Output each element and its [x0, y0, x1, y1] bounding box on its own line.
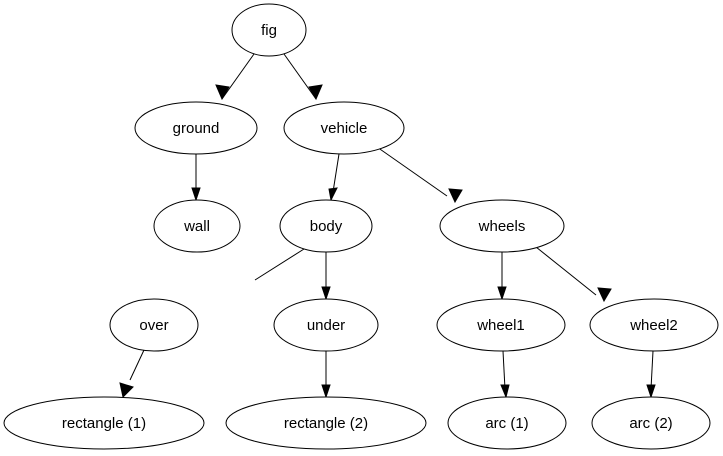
node-ellipse-rectangle1[interactable]	[3, 396, 205, 450]
edge-line	[221, 53, 255, 100]
node-ellipse-over[interactable]	[109, 298, 199, 352]
arrowhead-icon	[500, 384, 510, 399]
graph-node-wheel2[interactable]: wheel2	[589, 298, 719, 352]
edge-line	[502, 350, 506, 390]
edge-under-to-rectangle2	[321, 351, 331, 399]
node-ellipse-vehicle[interactable]	[283, 101, 405, 155]
arrowhead-icon	[321, 286, 331, 301]
edge-vehicle-to-body	[328, 153, 340, 202]
edge-fig-to-ground	[215, 53, 255, 101]
node-ellipse-ground[interactable]	[134, 101, 258, 155]
graph-node-wheels[interactable]: wheels	[439, 199, 565, 253]
edge-wheel1-to-arc1	[500, 350, 510, 399]
graph-node-arc1[interactable]: arc (1)	[447, 396, 567, 450]
node-ellipse-under[interactable]	[273, 298, 379, 352]
arrowhead-icon	[328, 187, 338, 202]
graph-node-under[interactable]: under	[273, 298, 379, 352]
graph-node-wheel1[interactable]: wheel1	[436, 298, 566, 352]
graph-node-ground[interactable]: ground	[134, 101, 258, 155]
graph-node-rectangle2[interactable]: rectangle (2)	[225, 396, 427, 450]
edge-wheels-to-wheel1	[497, 252, 507, 301]
node-ellipse-wheel2[interactable]	[589, 298, 719, 352]
edge-body-to-under	[321, 252, 331, 301]
graph-node-body[interactable]: body	[279, 199, 373, 253]
edge-fig-to-vehicle	[283, 53, 323, 101]
graph-node-arc2[interactable]: arc (2)	[591, 396, 711, 450]
node-ellipse-arc2[interactable]	[591, 396, 711, 450]
node-ellipse-wall[interactable]	[153, 199, 241, 253]
edge-ground-to-wall	[191, 154, 201, 202]
arrowhead-icon	[321, 384, 331, 399]
graph-node-over[interactable]: over	[109, 298, 199, 352]
node-ellipse-body[interactable]	[279, 199, 373, 253]
node-ellipse-fig[interactable]	[231, 3, 307, 57]
edge-line	[254, 248, 305, 281]
arrowhead-icon	[191, 187, 201, 202]
arrowhead-icon	[646, 384, 656, 399]
edge-line	[332, 153, 340, 193]
arrowhead-icon	[308, 84, 323, 101]
edge-line	[283, 53, 317, 100]
edge-line	[129, 349, 145, 381]
graph-node-vehicle[interactable]: vehicle	[283, 101, 405, 155]
arrowhead-icon	[119, 382, 134, 399]
nodes-layer: fig ground vehicle wall body wheels over under w…	[3, 3, 719, 450]
node-ellipse-rectangle2[interactable]	[225, 396, 427, 450]
graph-node-wall[interactable]: wall	[153, 199, 241, 253]
edge-line	[535, 246, 597, 296]
node-ellipse-arc1[interactable]	[447, 396, 567, 450]
edge-wheels-to-wheel2	[535, 246, 612, 303]
arrowhead-icon	[597, 287, 612, 303]
arrowhead-icon	[448, 188, 463, 204]
graph-node-rectangle1[interactable]: rectangle (1)	[3, 396, 205, 450]
arrowhead-icon	[215, 84, 230, 101]
arrowhead-icon	[497, 286, 507, 301]
edge-vehicle-to-wheels	[376, 146, 463, 204]
edge-wheel2-to-arc2	[646, 350, 656, 399]
edge-line	[376, 146, 448, 197]
graph-node-fig[interactable]: fig	[231, 3, 307, 57]
node-ellipse-wheels[interactable]	[439, 199, 565, 253]
edge-over-to-rectangle1	[119, 349, 145, 399]
edge-line	[650, 350, 654, 390]
node-ellipse-wheel1[interactable]	[436, 298, 566, 352]
